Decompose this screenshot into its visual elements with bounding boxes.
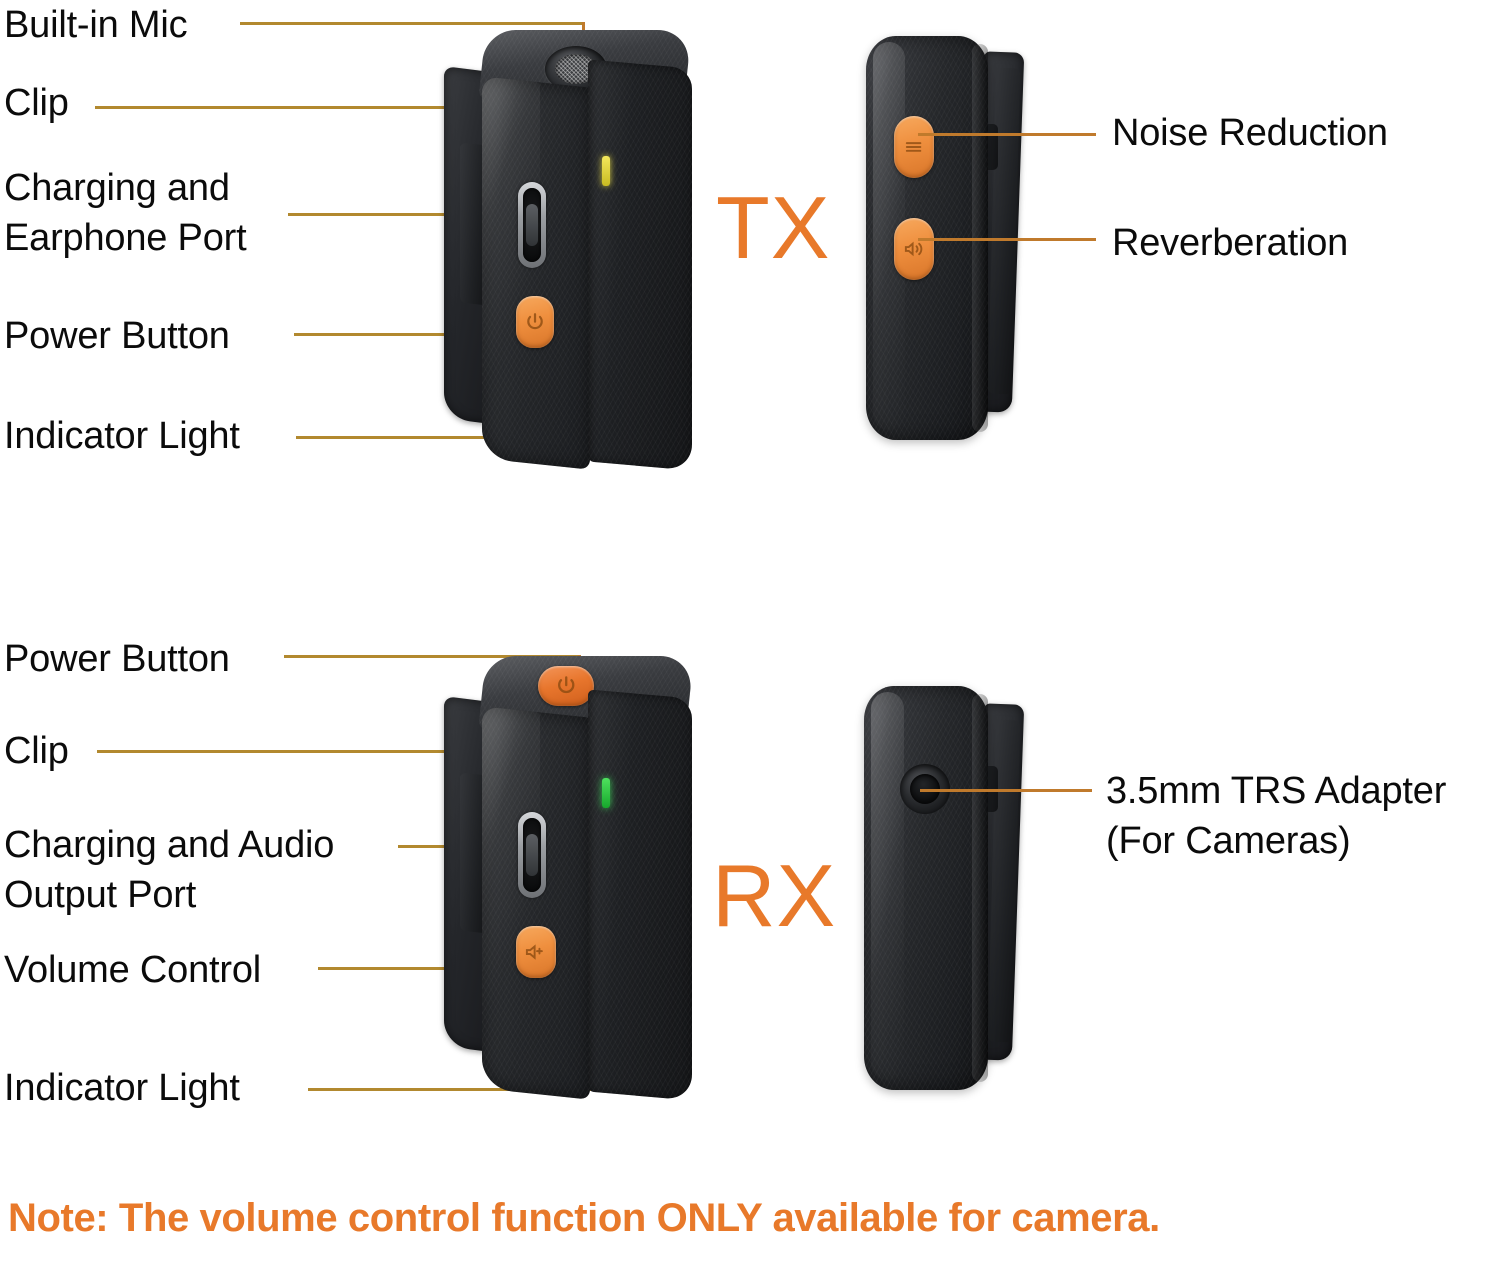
leader-line-power-button [294,333,536,336]
rx-callout-indicator-light: Indicator Light [4,1067,240,1109]
tx-callout-power-button: Power Button [4,315,230,357]
rx-callout-volume-control: Volume Control [4,949,262,991]
rx-device-side-view [858,676,1068,1106]
tx-device-side-view [860,28,1060,458]
leader-line-built-in-mic [240,22,584,25]
leader-line-indicator-light [296,436,610,439]
tx-device-angled-view [430,24,700,474]
footer-note: Note: The volume control function ONLY a… [8,1196,1160,1240]
rx-side-body [864,686,988,1090]
tx-callout-noise-reduction: Noise Reduction [1112,112,1388,154]
rx-callout-clip: Clip [4,730,69,772]
indicator-light-led [602,156,610,186]
leader-line-trs-adapter [920,789,1092,792]
leader-line-rx-power-button [284,655,580,658]
tx-side-face [588,59,692,471]
rx-callout-power-button: Power Button [4,638,230,680]
rx-power-button-icon [538,666,594,706]
noise-reduction-button-icon [894,116,934,178]
power-button-icon [516,296,554,348]
rx-callout-trs-adapter: 3.5mm TRS Adapter (For Cameras) [1106,770,1447,863]
rx-device-angled-view [430,648,700,1101]
rx-callout-charging-audio-output-port: Charging and Audio Output Port [4,824,335,917]
usb-c-port-icon [518,182,546,268]
leader-line-rx-volume-control [318,967,544,970]
leader-line-reverberation [918,238,1096,241]
rx-side-face [588,689,692,1101]
leader-line-noise-reduction [918,133,1096,136]
leader-line-clip [95,106,457,109]
tx-callout-clip: Clip [4,82,69,124]
leader-line-rx-clip [97,750,455,753]
volume-control-button-icon [516,926,556,978]
leader-line-charging-earphone-port [288,213,550,216]
tx-callout-indicator-light: Indicator Light [4,415,240,457]
reverberation-button-icon [894,218,934,280]
rx-wordmark: RX [712,846,837,945]
tx-callout-reverberation: Reverberation [1112,222,1349,264]
rx-front-face [482,706,590,1100]
tx-wordmark: TX [716,178,831,277]
rx-indicator-light-led [602,778,610,808]
rx-usb-c-port-icon [518,812,546,898]
leader-line-rx-indicator-light [308,1088,608,1091]
tx-front-face [482,76,590,470]
tx-callout-charging-earphone-port: Charging and Earphone Port [4,167,247,260]
tx-callout-built-in-mic: Built-in Mic [4,4,188,46]
